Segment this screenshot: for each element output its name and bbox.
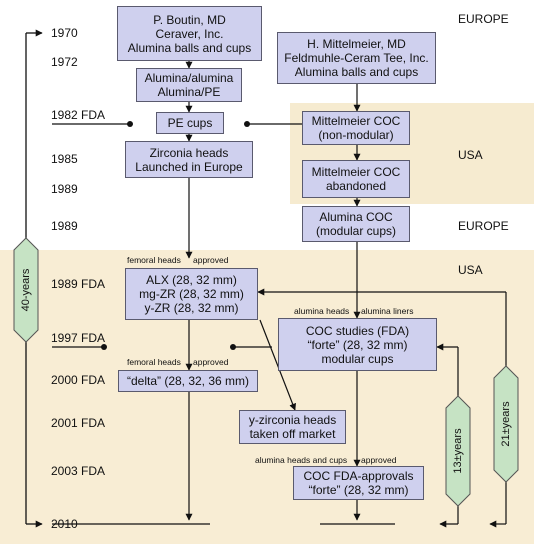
- box-line: H. Mittelmeier, MD: [307, 37, 406, 51]
- box-line: Alumina balls and cups: [127, 40, 252, 55]
- box-line: Alumina COC: [319, 210, 393, 224]
- alumina-pe-box: Alumina/alumina Alumina/PE: [136, 68, 242, 102]
- forty-years-label: 40-years: [20, 268, 32, 312]
- thirteen-years-badge: [445, 395, 471, 507]
- zirconia-box: Zirconia heads Launched in Europe: [125, 141, 253, 178]
- thirteen-years-label: 13±years: [452, 428, 464, 474]
- approved-label: approved: [361, 455, 397, 465]
- region-europe-top: EUROPE: [458, 12, 509, 26]
- year-label: 1972: [51, 55, 78, 69]
- box-line: (modular cups): [315, 224, 397, 238]
- alx-box: ALX (28, 32 mm) mg-ZR (28, 32 mm) y-ZR (…: [125, 268, 258, 320]
- box-line: “forte” (28, 32 mm): [307, 337, 408, 352]
- region-usa-1: USA: [458, 148, 483, 162]
- alumina-heads-cups-label: alumina heads and cups: [255, 455, 348, 465]
- mittelmeier-coc-box: Mittelmeier COC (non-modular): [302, 111, 410, 145]
- box-line: “delta” (28, 32, 36 mm): [126, 374, 250, 388]
- box-line: y-zirconia heads: [248, 413, 337, 427]
- mittelmeier-box: H. Mittelmeier, MD Feldmuhle-Ceram Tee, …: [277, 32, 436, 84]
- box-line: Ceraver, Inc.: [155, 26, 224, 41]
- alumina-liners-label: alumina liners: [361, 306, 414, 316]
- yzirconia-box: y-zirconia heads taken off market: [239, 410, 346, 444]
- year-label: 2003 FDA: [51, 464, 106, 478]
- box-line: mg-ZR (28, 32 mm): [139, 287, 244, 301]
- box-line: Alumina/PE: [157, 85, 221, 99]
- year-label: 1970: [51, 26, 78, 40]
- alumina-coc-box: Alumina COC (modular cups): [302, 206, 410, 242]
- box-line: Launched in Europe: [135, 159, 243, 174]
- pe-cups-dot: [244, 121, 250, 127]
- year-label: 1982 FDA: [51, 108, 106, 122]
- box-line: Alumina balls and cups: [294, 65, 419, 79]
- box-line: modular cups: [321, 351, 394, 366]
- box-line: Mittelmeier COC: [311, 165, 401, 179]
- twentyone-years-badge: [493, 365, 519, 483]
- year-label: 1989 FDA: [51, 277, 106, 291]
- lower-region-band: [0, 250, 534, 544]
- box-line: Feldmuhle-Ceram Tee, Inc.: [284, 51, 429, 65]
- box-line: ALX (28, 32 mm): [146, 273, 237, 287]
- year-label: 1997 FDA: [51, 331, 106, 345]
- box-line: Zirconia heads: [149, 145, 229, 160]
- year-label: 2000 FDA: [51, 373, 106, 387]
- year-dot-1997: [101, 344, 107, 350]
- twentyone-years-label: 21±years: [500, 401, 512, 447]
- pe-cups-box: PE cups: [156, 112, 224, 134]
- year-label: 1985: [51, 152, 78, 166]
- year-label: 2010: [51, 517, 78, 531]
- box-line: (non-modular): [318, 128, 394, 142]
- box-line: “forte” (28, 32 mm): [308, 483, 409, 497]
- alumina-heads-label: alumina heads: [294, 306, 350, 316]
- boutin-box: P. Boutin, MD Ceraver, Inc. Alumina ball…: [117, 6, 262, 61]
- box-line: COC FDA-approvals: [303, 469, 414, 483]
- box-line: Alumina/alumina: [144, 71, 234, 85]
- box-line: taken off market: [249, 427, 336, 441]
- box-line: PE cups: [167, 116, 213, 130]
- box-line: Mittelmeier COC: [311, 114, 401, 128]
- year-label: 1989: [51, 219, 78, 233]
- year-label: 1989: [51, 182, 78, 196]
- coc-studies-box: COC studies (FDA) “forte” (28, 32 mm) mo…: [278, 318, 437, 371]
- year-dot-1982: [127, 121, 133, 127]
- box-line: P. Boutin, MD: [153, 12, 226, 27]
- left-column-arrows: [185, 61, 296, 521]
- forty-years-badge: [13, 237, 39, 343]
- femoral-heads-label: femoral heads: [127, 255, 181, 265]
- coc-studies-dot: [230, 344, 236, 350]
- box-line: COC studies (FDA): [305, 323, 410, 338]
- box-line: abandoned: [325, 179, 387, 193]
- femoral-heads-label: femoral heads: [127, 357, 181, 367]
- region-europe-2: EUROPE: [458, 219, 509, 233]
- approved-label: approved: [193, 255, 229, 265]
- delta-box: “delta” (28, 32, 36 mm): [118, 370, 258, 392]
- abandoned-box: Mittelmeier COC abandoned: [302, 160, 410, 198]
- year-label: 2001 FDA: [51, 416, 106, 430]
- approved-label: approved: [193, 357, 229, 367]
- region-usa-2: USA: [458, 263, 483, 277]
- coc-fda-box: COC FDA-approvals “forte” (28, 32 mm): [293, 466, 424, 500]
- box-line: y-ZR (28, 32 mm): [144, 301, 239, 315]
